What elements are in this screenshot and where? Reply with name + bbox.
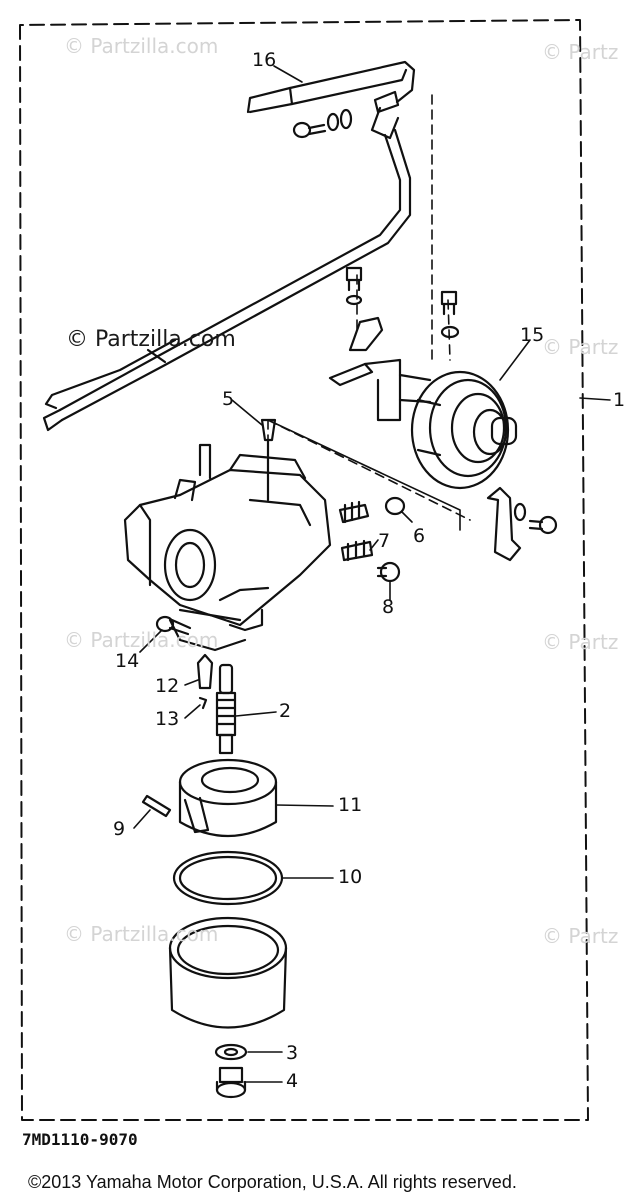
part-carburetor-body bbox=[123, 418, 332, 652]
part-drain-screw bbox=[214, 1043, 248, 1099]
callout-3: 3 bbox=[286, 1042, 299, 1064]
watermark: © Partzilla.com bbox=[64, 34, 219, 58]
callout-11: 11 bbox=[338, 794, 363, 816]
watermark: © Partzilla.com bbox=[66, 327, 236, 352]
callout-2: 2 bbox=[279, 700, 292, 722]
callout-5: 5 bbox=[222, 388, 235, 410]
callout-8: 8 bbox=[382, 596, 395, 618]
part-clip bbox=[348, 316, 384, 352]
part-screw-washers-top bbox=[292, 108, 353, 139]
watermark: © Partzilla.com bbox=[64, 628, 219, 652]
part-throttle-bracket bbox=[246, 60, 416, 140]
part-link-arm bbox=[486, 486, 558, 562]
callout-4: 4 bbox=[286, 1070, 299, 1092]
callout-7: 7 bbox=[378, 530, 391, 552]
callout-9: 9 bbox=[113, 818, 126, 840]
drawing-code: 7MD1110-9070 bbox=[22, 1130, 138, 1149]
callout-10: 10 bbox=[338, 866, 363, 888]
part-main-nozzle bbox=[215, 663, 237, 755]
callout-15: 15 bbox=[520, 324, 545, 346]
callout-6: 6 bbox=[413, 525, 426, 547]
callout-13: 13 bbox=[155, 708, 180, 730]
callout-16: 16 bbox=[252, 49, 277, 71]
part-dashpot bbox=[410, 370, 518, 490]
part-adjusting-screws bbox=[338, 496, 406, 583]
dashed-leaders bbox=[267, 94, 471, 521]
watermark: © Partz bbox=[542, 630, 619, 654]
part-dashpot-bracket bbox=[328, 358, 432, 422]
watermark: © Partzilla.com bbox=[64, 922, 219, 946]
callout-1: 1 bbox=[613, 389, 626, 411]
copyright-notice: ©2013 Yamaha Motor Corporation, U.S.A. A… bbox=[28, 1172, 517, 1192]
part-float-bowl bbox=[168, 916, 288, 1029]
part-small-screws bbox=[345, 266, 460, 339]
watermark: © Partz bbox=[542, 40, 619, 64]
assembly-border bbox=[19, 19, 589, 1121]
callout-leaders bbox=[133, 65, 611, 1083]
callout-14: 14 bbox=[115, 650, 140, 672]
watermark: © Partz bbox=[542, 335, 619, 359]
part-float bbox=[178, 758, 278, 837]
part-needle-valve bbox=[196, 653, 214, 710]
watermark: © Partz bbox=[542, 924, 619, 948]
part-screw-14 bbox=[155, 615, 192, 636]
part-gasket bbox=[172, 850, 284, 906]
part-float-pin bbox=[141, 794, 172, 818]
callout-12: 12 bbox=[155, 675, 180, 697]
part-throttle-rod bbox=[42, 128, 412, 432]
